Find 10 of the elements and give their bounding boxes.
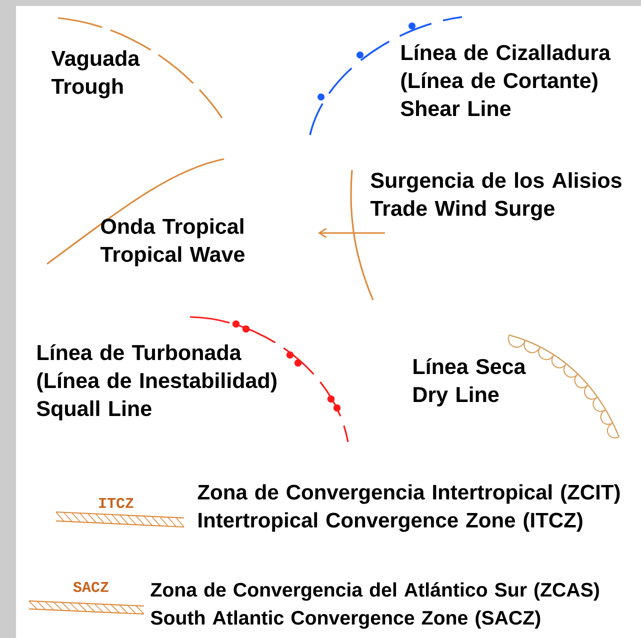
legend-text: Línea de Turbonada (Línea de Inestabilidad) Squall Line [36,344,276,420]
legend-text: Línea Seca Dry Line [414,358,526,406]
legend-text: Vaguada Trough [51,50,140,98]
legend-text: Surgencia de los Alisios Trade Wind Surge [370,172,622,220]
legend-text: Zona de Convergencia del Atlántico Sur (ZCAS) South Atlantic Convergence Zone (SACZ) [150,582,599,629]
legend-text: Onda Tropical Tropical Wave [100,218,244,266]
symbol-label: ITCZ [99,498,134,508]
symbol-label: SACZ [73,582,108,592]
legend-text: Línea de Cizalladura (Línea de Cortante) Shear Line [400,44,611,116]
legend-text: Zona de Convergencia Intertropical (ZCIT) Intertropical Convergence Zone (ITCZ) [198,484,620,532]
